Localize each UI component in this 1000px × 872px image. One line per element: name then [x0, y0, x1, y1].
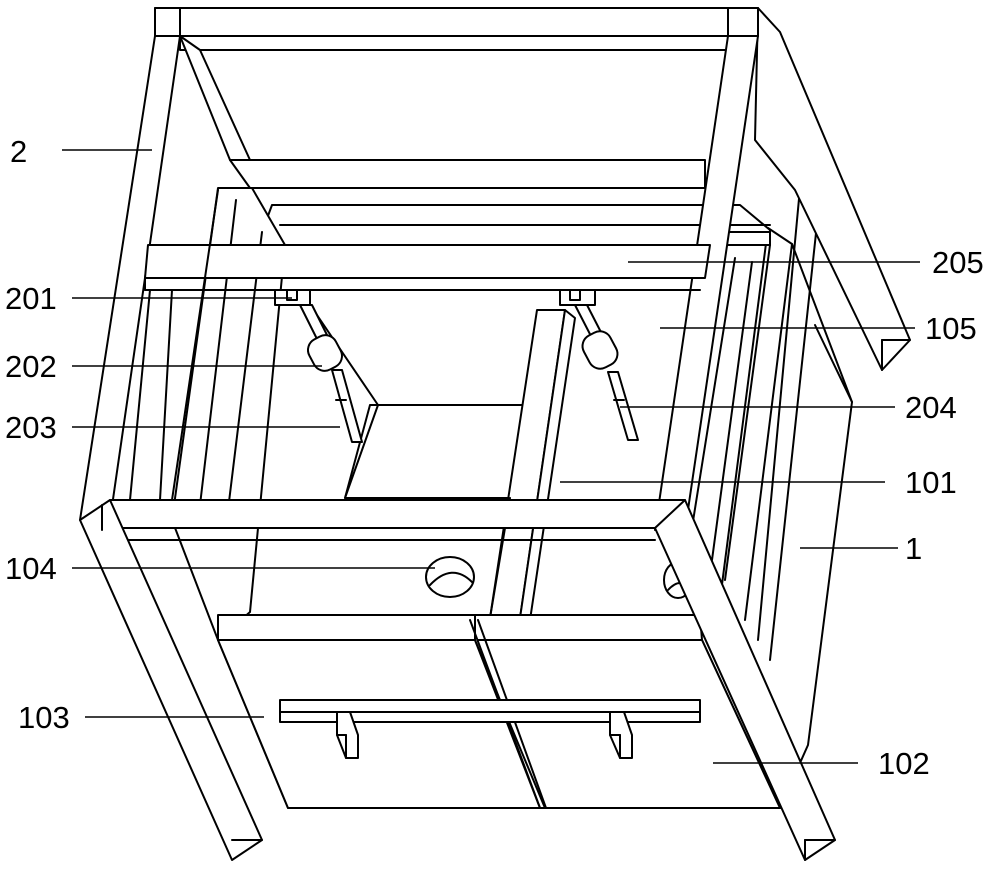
rod-assembly-right — [559, 289, 639, 441]
label-rod: 203 — [5, 410, 57, 445]
label-clamp: 201 — [5, 281, 57, 316]
part-labels: 2 205 201 202 203 105 204 101 1 104 103 … — [5, 134, 984, 781]
hole-left — [425, 556, 475, 598]
label-rod-tip: 204 — [905, 390, 957, 425]
label-sleeve: 202 — [5, 349, 57, 384]
leader-lines — [62, 149, 920, 764]
label-crossbeam: 205 — [932, 245, 984, 280]
label-partition: 101 — [905, 465, 957, 500]
label-hole: 104 — [5, 551, 57, 586]
crossbeam-205 — [144, 244, 711, 279]
handle-103 — [279, 699, 701, 759]
rod-assembly-left — [274, 289, 363, 443]
sleeve-202-left — [307, 334, 343, 372]
sleeve-202-right — [581, 330, 619, 370]
frame-2 — [79, 7, 911, 861]
label-frame: 2 — [10, 134, 27, 169]
holes-104 — [425, 556, 693, 599]
label-outer-box: 1 — [905, 531, 922, 566]
frame-front-beam — [109, 499, 686, 529]
label-handle: 103 — [18, 700, 70, 735]
label-door: 102 — [878, 746, 930, 781]
frame-top-rail — [154, 7, 759, 37]
frame-top-left-beam — [179, 35, 251, 161]
label-back-wall: 105 — [925, 311, 977, 346]
